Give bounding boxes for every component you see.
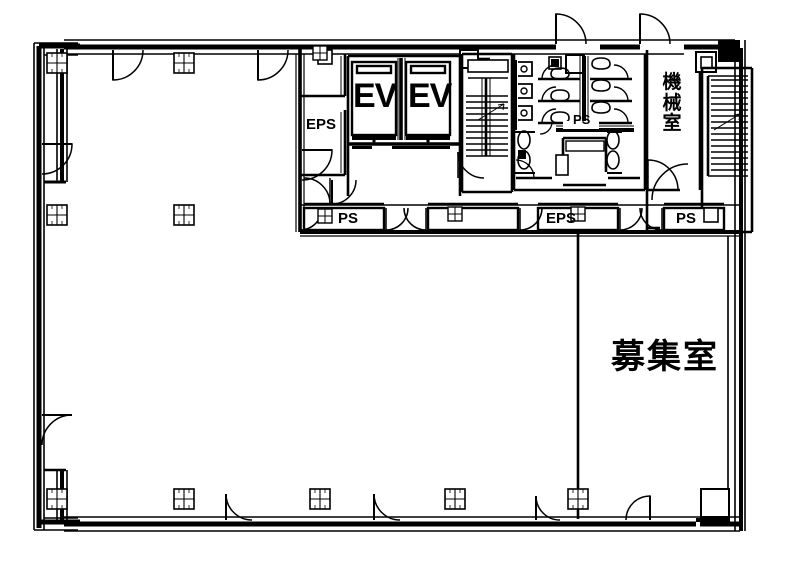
elevator-bank [346, 49, 490, 196]
stairwell-center [460, 52, 514, 194]
eps-room-label: EPS [306, 116, 337, 133]
toilet-area [512, 54, 647, 192]
ps-corridor-left-label: PS [338, 210, 359, 227]
suite-corner-details [696, 236, 730, 522]
stairwell-right [700, 66, 754, 234]
ps-toilet-label: PS [573, 112, 591, 127]
vacant-suite-label: 募集室 [611, 337, 719, 377]
eps-corridor-label: EPS [546, 210, 577, 227]
door-swings [41, 13, 689, 521]
ps-corridor-right-label: PS [676, 210, 697, 227]
machine-room-label: 機械室 [662, 71, 682, 135]
core-partition-walls [295, 47, 305, 232]
elevator-2-label: EV [408, 77, 452, 115]
eps-room-walls [300, 49, 347, 177]
elevator-1-label: EV [353, 77, 397, 115]
